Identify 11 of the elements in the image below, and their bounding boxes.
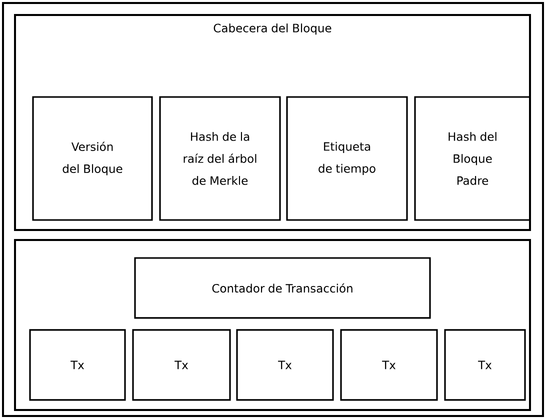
transaction-box: Tx — [132, 329, 231, 401]
field-box: Hash del Bloque Padre — [414, 96, 531, 221]
transaction-box: Tx — [29, 329, 126, 401]
transaction-box: Tx — [236, 329, 334, 401]
transaction-box: Tx — [340, 329, 438, 401]
counter-box: Contador de Transacción — [134, 257, 431, 319]
field-box: Etiqueta de tiempo — [286, 96, 408, 221]
transaction-box: Tx — [444, 329, 526, 401]
field-box: Hash de la raíz del árbol de Merkle — [159, 96, 281, 221]
field-box: Versión del Bloque — [32, 96, 153, 221]
section-box — [14, 239, 531, 411]
